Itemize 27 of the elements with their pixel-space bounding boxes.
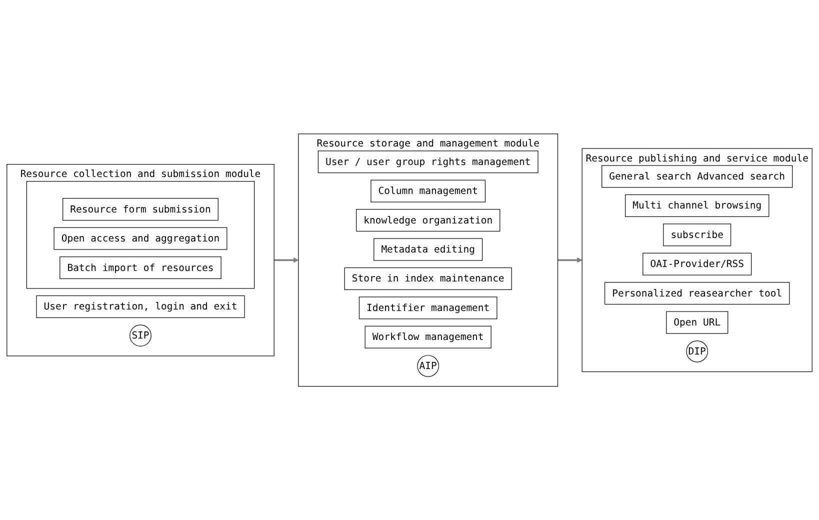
node-box bbox=[666, 311, 728, 334]
node-box bbox=[370, 180, 486, 202]
node-box bbox=[54, 227, 228, 250]
node-box bbox=[642, 252, 752, 276]
node-box bbox=[318, 150, 538, 174]
cluster bbox=[26, 180, 255, 289]
cluster bbox=[582, 148, 812, 372]
node-box bbox=[36, 295, 245, 318]
node-box bbox=[344, 267, 512, 290]
node-box bbox=[62, 198, 218, 220]
node-box bbox=[60, 256, 222, 279]
cluster bbox=[298, 133, 558, 387]
arrow bbox=[274, 257, 299, 263]
node-circle bbox=[686, 340, 708, 362]
node-box bbox=[663, 224, 732, 246]
node-box bbox=[374, 238, 483, 261]
node-box bbox=[358, 296, 498, 320]
node-box bbox=[604, 282, 790, 304]
node-box bbox=[356, 208, 500, 232]
arrow bbox=[558, 257, 582, 263]
node-box bbox=[625, 194, 770, 217]
node-circle bbox=[417, 354, 440, 377]
node-box bbox=[602, 165, 793, 188]
diagram: Resource publishing and service module General search Advanced search Multi channel browsing subscribe OAI-Provider/RSS Personalized reasearcher tool Open URL DIP Resource storage and management module User / user group rights management Column management knowledge organization Metadata editing Store in index maintenance Identifier management Workflow management AIP Resource collection and submission module Resource form submission Open access and aggregation Batch import of resources User registration, login and exit SIP bbox=[2, 128, 817, 392]
cluster bbox=[6, 164, 274, 356]
node-circle bbox=[130, 324, 152, 346]
node-box bbox=[364, 326, 492, 348]
